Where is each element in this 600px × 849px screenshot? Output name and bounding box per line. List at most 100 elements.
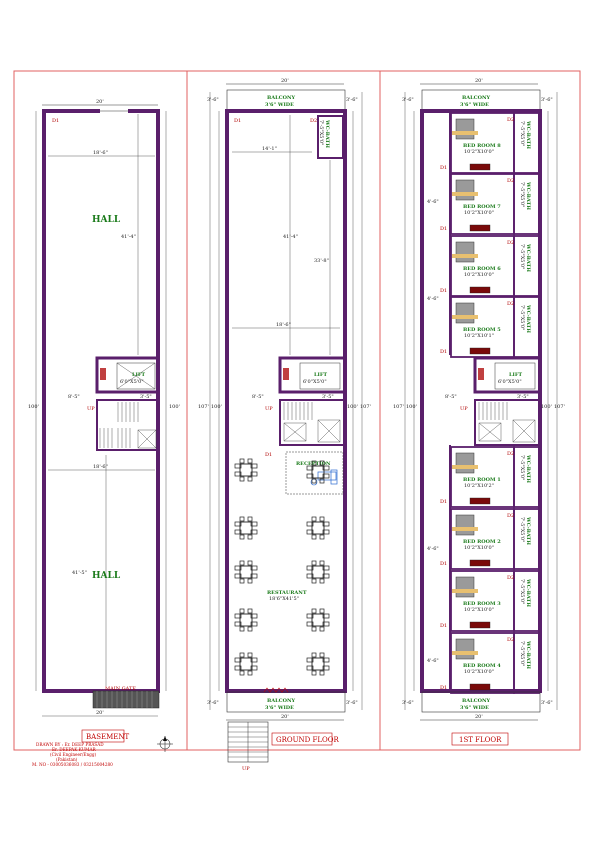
bedroom: BED ROOM 510'2"X10'1"WC-BATH7'-5"X5'0"D1… [440, 296, 540, 358]
first-stair-gap: 3'-5" [517, 394, 529, 400]
wc-size: 7'-5"X5'0" [519, 121, 525, 146]
wc-label: WC-BATH [525, 578, 531, 607]
bedroom-size: 10'2"X10'0" [464, 607, 494, 613]
credits-line3: (Civil Engineer/Engg) [50, 752, 97, 757]
ground-side-dim-bl: 3'-6" [207, 700, 219, 706]
dining-table [234, 516, 258, 540]
ground-depth-left2: 100' [211, 404, 222, 410]
ground-balcony-bottom-label: BALCONY [267, 698, 296, 704]
first-stair [474, 399, 541, 446]
first-depth-left: 107' [393, 404, 404, 410]
credits-line1: DRAWN BY : Er. DEEP PRASAD [36, 742, 104, 747]
dining-table [234, 652, 258, 676]
door-d1: D1 [440, 561, 447, 567]
first-balcony-bottom-size: 3'6" WIDE [460, 705, 489, 711]
door-d1: D1 [440, 499, 447, 505]
wc-label: WC-BATH [525, 304, 531, 333]
credits-block: DRAWN BY : Er. DEEP PRASAD Er. DEEPAK KU… [32, 742, 113, 767]
dining-table [234, 560, 258, 584]
basement-title-box [81, 729, 125, 743]
basement-width-top: 20' [96, 99, 104, 105]
first-side-dim-tl: 3'-6" [402, 97, 414, 103]
ground-stair-gap: 3'-5" [322, 394, 334, 400]
ground-side-dim-tr: 3'-6" [346, 97, 358, 103]
ground-side-dim-tl: 3'-6" [207, 97, 219, 103]
bedroom-label: BED ROOM 6 [463, 266, 501, 272]
bedroom-size: 10'2"X10'0" [464, 210, 494, 216]
bedroom-size: 10'2"X10'2" [464, 483, 494, 489]
wc-label: WC-BATH [525, 454, 531, 483]
bed-icon [455, 514, 475, 536]
ground-floor-panel: 20' 3'-6" 3'-6" BALCONY 3'6" WIDE D1 D2 … [198, 78, 371, 772]
ground-door-d1: D1 [234, 118, 241, 124]
door-d2: D2 [507, 178, 514, 184]
door-d1: D1 [440, 288, 447, 294]
first-title: 1ST FLOOR [459, 736, 502, 744]
dining-table [234, 608, 258, 632]
basement-hall-top-height: 41'-4" [121, 234, 136, 240]
wc-bath [513, 508, 540, 570]
first-floor-panel: 20' 3'-6" 3'-6" BALCONY 3'6" WIDE 4'-6" … [393, 78, 565, 746]
basement-hall-bottom-height: 41'-5" [72, 570, 87, 576]
first-lift-size: 6'0"X5'0" [498, 379, 522, 385]
wc-bath [513, 112, 540, 174]
wc-bath [513, 570, 540, 632]
ground-wc-label: WC-BATH [324, 119, 330, 148]
bedroom-size: 10'2"X10'0" [464, 669, 494, 675]
bedroom-size: 10'2"X10'1" [464, 333, 494, 339]
ground-door-d2: D2 [310, 118, 317, 124]
bedroom-label: BED ROOM 5 [463, 327, 501, 333]
first-depth-right: 100' [541, 404, 552, 410]
door-d1: D1 [440, 623, 447, 629]
first-side-dim-br: 3'-6" [541, 700, 553, 706]
ground-dim-3: 33'-8" [314, 258, 329, 264]
bedroom: BED ROOM 610'2"X10'0"WC-BATH7'-5"X5'0"D1… [440, 235, 540, 297]
bedroom: BED ROOM 210'2"X10'0"WC-BATH7'-5"X5'0"D1… [440, 508, 540, 570]
ground-dim-1: 14'-1" [262, 146, 277, 152]
ground-reception-door: D1 [265, 452, 272, 458]
door-d2: D2 [507, 301, 514, 307]
basement-title: BASEMENT [86, 733, 130, 741]
bed-icon [455, 576, 475, 598]
ground-stair-width: 8'-5" [252, 394, 264, 400]
wc-bath [513, 235, 540, 297]
basement-panel: 20' LIFT 6'0"X5'0" 8'-5" 3'-5" UP D1 [28, 99, 180, 767]
ground-reception [285, 451, 344, 495]
basement-up-label: UP [87, 406, 95, 412]
door-d2: D2 [507, 575, 514, 581]
first-stair-width: 8'-5" [445, 394, 457, 400]
first-width-top: 20' [475, 78, 483, 84]
basement-hall-bottom-width: 18'-6" [93, 464, 108, 470]
basement-stair [96, 399, 159, 451]
door-d1: D1 [440, 226, 447, 232]
first-depth-left2: 100' [406, 404, 417, 410]
door-d2: D2 [507, 451, 514, 457]
bed-icon [455, 179, 475, 201]
ground-restaurant-tables [234, 458, 330, 676]
bedroom-label: BED ROOM 2 [463, 539, 501, 545]
dining-table [306, 460, 330, 484]
wc-size: 7'-5"X5'0" [519, 244, 525, 269]
bedroom-label: BED ROOM 8 [463, 143, 501, 149]
credits-line4: (Pakistan) [56, 757, 78, 762]
ground-depth-right: 100' [347, 404, 358, 410]
ground-balcony-top-label: BALCONY [267, 95, 296, 101]
door-d2: D2 [507, 117, 514, 123]
ground-lift [278, 356, 347, 394]
first-side-gap-2: 4'-6" [427, 296, 439, 302]
door-d1: D1 [440, 349, 447, 355]
wc-label: WC-BATH [525, 640, 531, 669]
wc-size: 7'-5"X5'0" [519, 641, 525, 666]
ground-up-label: UP [265, 406, 273, 412]
first-up-label: UP [460, 406, 468, 412]
sheet-frame [13, 70, 581, 751]
first-side-gap-3: 4'-6" [427, 546, 439, 552]
ground-dim-4: 18'-6" [276, 322, 291, 328]
dining-table [306, 608, 330, 632]
first-side-gap-1: 4'-6" [427, 199, 439, 205]
credits-line2: Er. DEEPAK KUMAR [52, 747, 96, 752]
ground-entry-up-label: UP [242, 766, 250, 772]
first-depth-right2: 107' [554, 404, 565, 410]
bed-icon [455, 452, 475, 474]
basement-depth-right: 100' [169, 404, 180, 410]
